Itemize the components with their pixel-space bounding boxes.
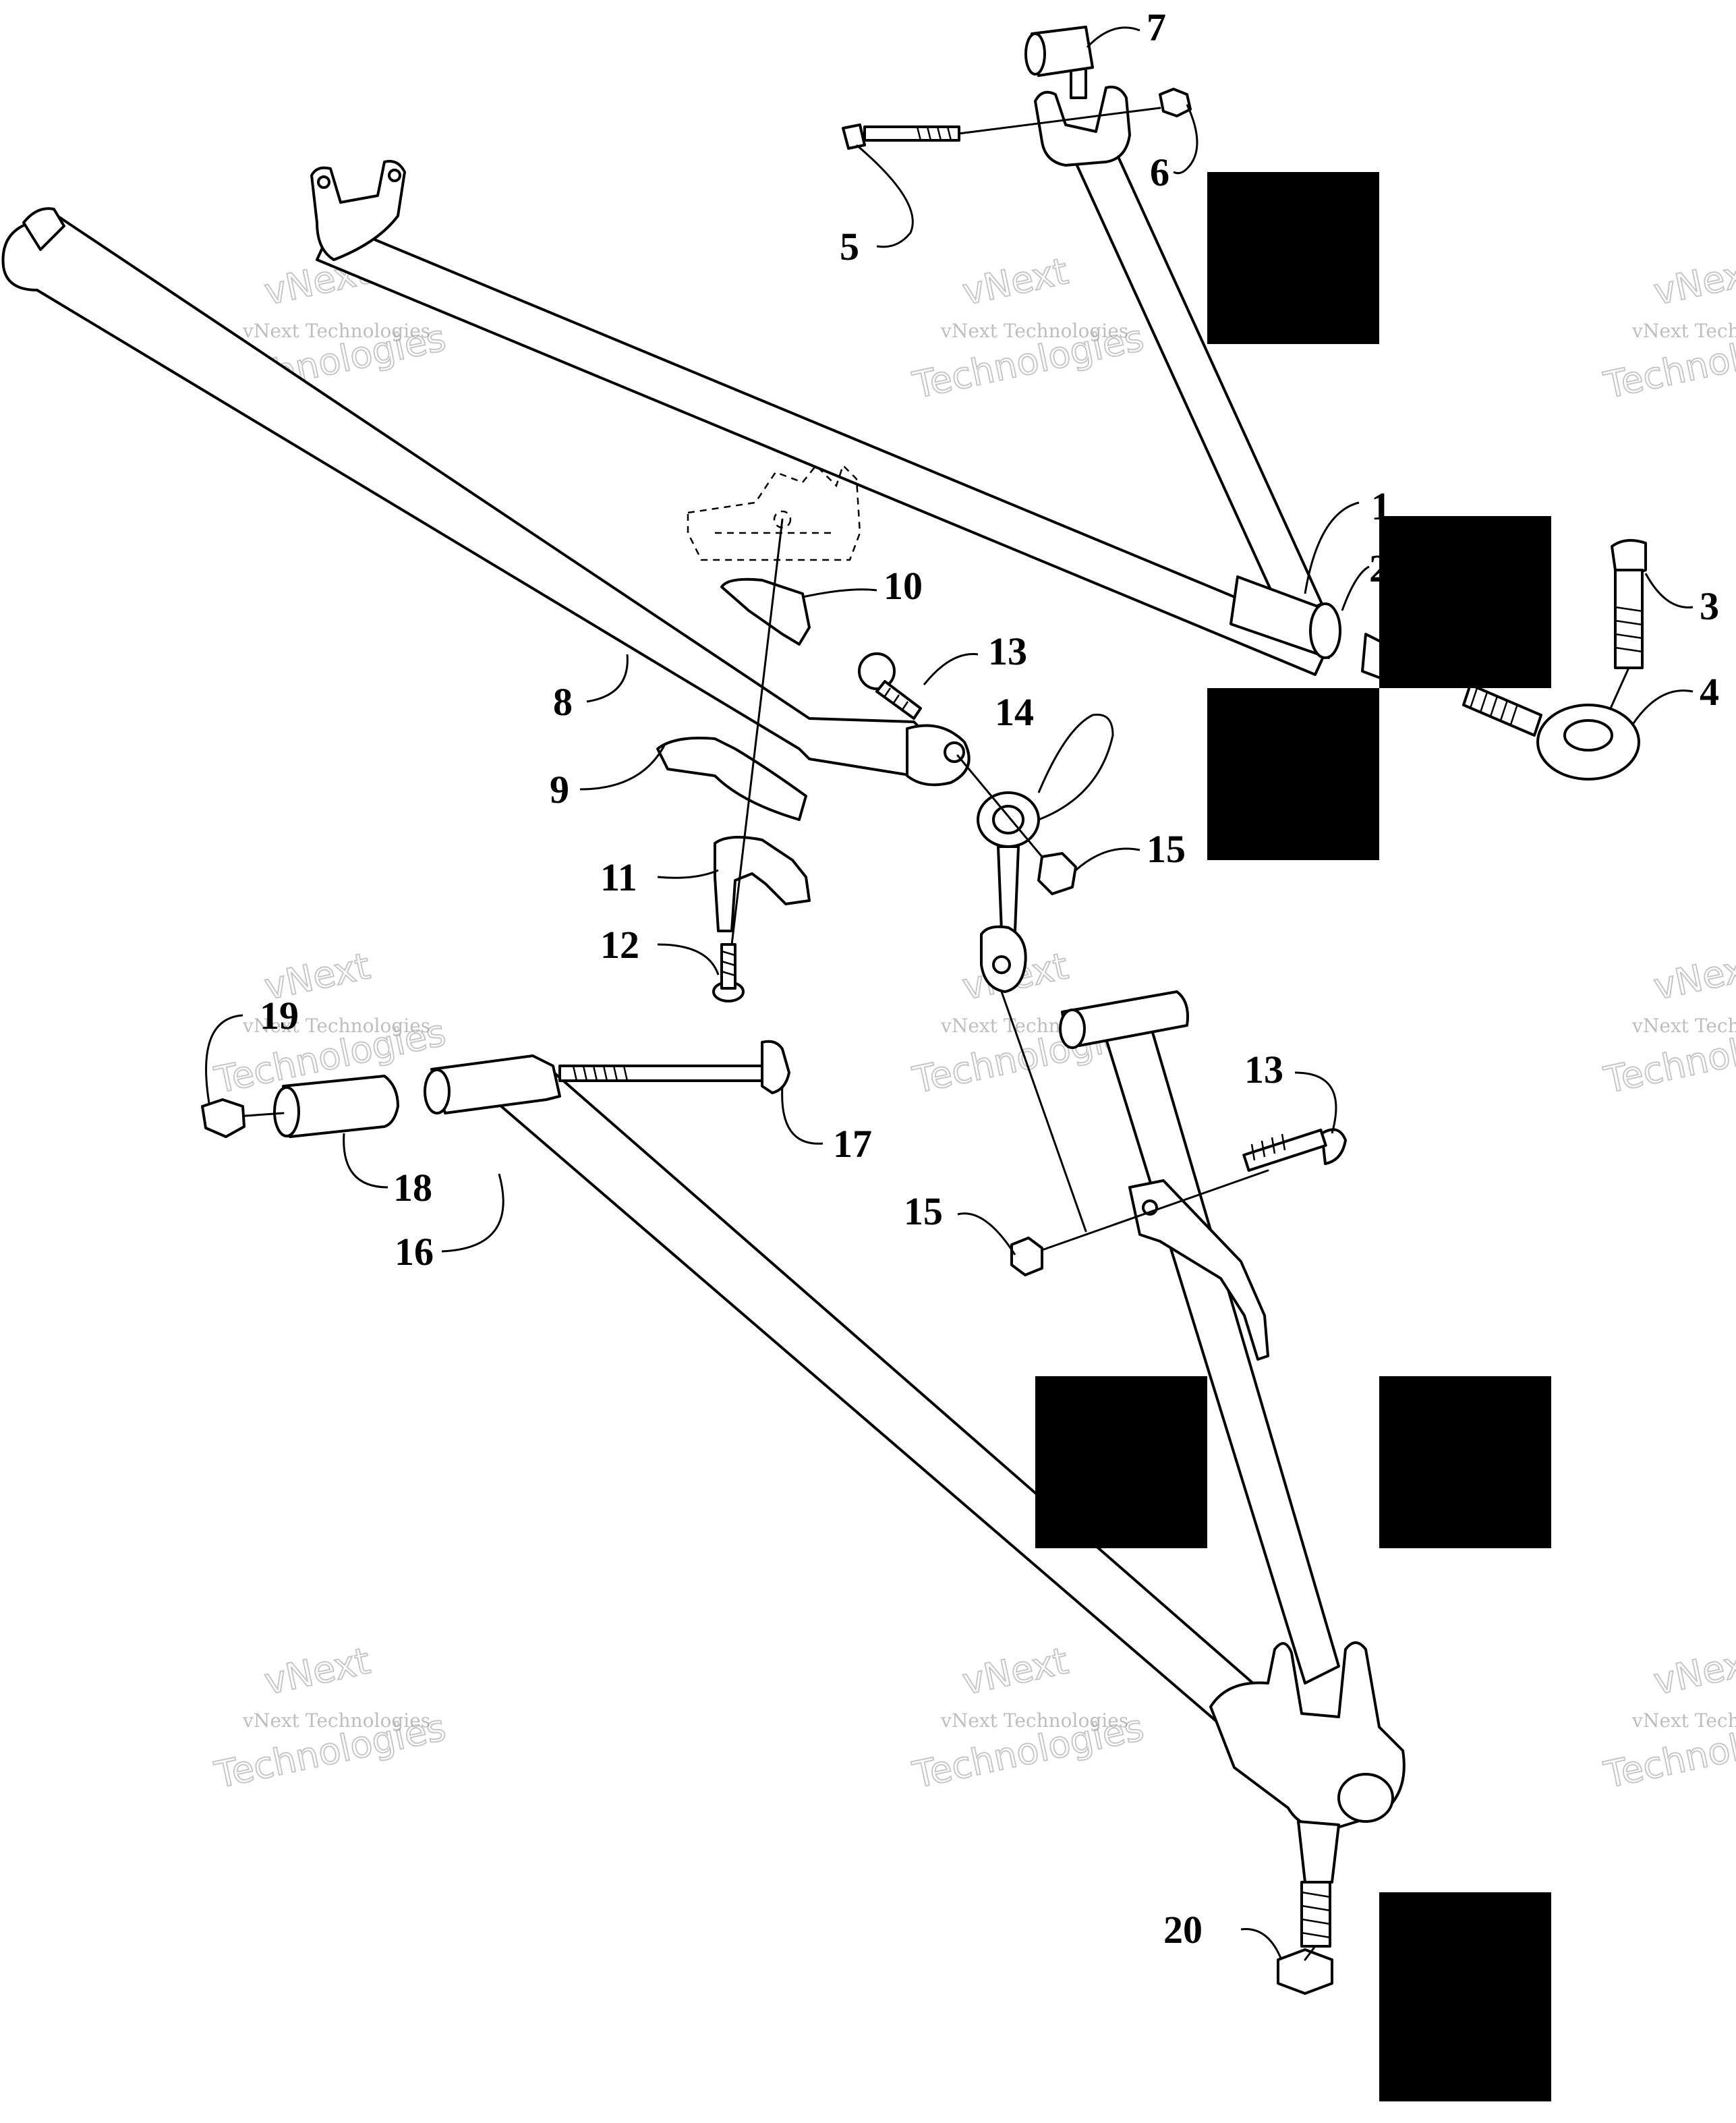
- callout-6: 6: [1150, 150, 1169, 194]
- bushing-7: [1024, 26, 1094, 77]
- bolt-5: [842, 123, 960, 150]
- callout-labels: 1 2 3 4 5 6 7 8 9 10 11 12 13 13 14 15 1…: [260, 5, 1719, 1952]
- redaction-block: [1379, 516, 1551, 688]
- watermark-line1: vNext: [1650, 250, 1736, 313]
- nut-15-lower: [1010, 1237, 1043, 1276]
- nut-15-upper: [1037, 852, 1077, 895]
- bushing-18: [273, 1075, 399, 1138]
- callout-15-lower: 15: [904, 1189, 943, 1233]
- watermark: vNext vNext Technologies Technologies: [210, 944, 450, 1102]
- watermark-line1: vNext: [1650, 944, 1736, 1008]
- callout-13-lower: 13: [1244, 1048, 1283, 1092]
- assembly-axis-line: [956, 754, 1043, 858]
- callout-19: 19: [260, 994, 299, 1038]
- watermark-small: vNext Technologies: [1631, 1709, 1736, 1732]
- redaction-block: [1035, 1376, 1207, 1548]
- callout-5: 5: [840, 225, 859, 268]
- watermark: vNext vNext Technologies Technologies: [1600, 944, 1736, 1102]
- stabilizer-bar: [1, 207, 971, 787]
- lower-a-arm: [424, 990, 1406, 1948]
- assembly-axis-line: [1304, 1945, 1317, 1961]
- watermark-line1: vNext: [959, 1639, 1072, 1703]
- callout-3: 3: [1700, 584, 1719, 628]
- assembly-axis-line: [1000, 990, 1087, 1233]
- watermark-line1: vNext: [261, 1639, 374, 1703]
- watermark: vNext vNext Technologies Technologies: [210, 1639, 450, 1797]
- callout-4: 4: [1700, 670, 1719, 714]
- callout-12: 12: [600, 923, 639, 967]
- callout-9: 9: [550, 768, 569, 812]
- nut-20: [1277, 1948, 1333, 1995]
- watermark-line1: vNext: [1650, 1639, 1736, 1703]
- redaction-blocks: [1035, 172, 1551, 2101]
- callout-16: 16: [395, 1230, 434, 1274]
- callout-17: 17: [833, 1122, 872, 1166]
- rod-end-4: [1462, 683, 1640, 781]
- redaction-block: [1207, 172, 1379, 344]
- watermark-small: vNext Technologies: [242, 320, 430, 342]
- watermark: vNext vNext Technologies Technologies: [1600, 1639, 1736, 1797]
- callout-8: 8: [553, 680, 573, 724]
- callout-14: 14: [995, 690, 1034, 734]
- bushing-clamp-upper: [720, 577, 811, 646]
- callout-10: 10: [884, 564, 923, 608]
- bushing: [656, 737, 807, 821]
- callout-18: 18: [393, 1166, 432, 1210]
- redaction-block: [1379, 1892, 1551, 2101]
- nut-6: [1159, 88, 1192, 117]
- leader-lines: [205, 26, 1694, 1960]
- redaction-block: [1379, 1376, 1551, 1548]
- callout-15-upper: 15: [1147, 827, 1186, 871]
- assembly-axis-line: [1027, 1169, 1269, 1256]
- assembly-axis-line: [958, 107, 1161, 135]
- watermark: vNext vNext Technologies Technologies: [908, 1639, 1148, 1797]
- watermark: vNext vNext Technologies Technologies: [1600, 249, 1736, 407]
- bolt-3: [1611, 539, 1647, 669]
- watermark-small: vNext Technologies: [1631, 320, 1736, 342]
- callout-11: 11: [600, 855, 637, 899]
- nut-19: [201, 1098, 245, 1138]
- assembly-axis-line: [730, 518, 784, 946]
- watermark: vNext vNext Technologies Technologies: [908, 249, 1148, 407]
- callout-20: 20: [1163, 1908, 1203, 1952]
- bolt-17: [558, 1040, 790, 1094]
- watermark-small: vNext Technologies: [940, 320, 1128, 342]
- watermark-small: vNext Technologies: [1631, 1015, 1736, 1037]
- watermark-small: vNext Technologies: [242, 1015, 430, 1037]
- bolt-13-upper: [858, 652, 922, 720]
- callout-13-upper: 13: [988, 629, 1027, 673]
- bolt-13-lower: [1242, 1128, 1347, 1172]
- upper-a-arm: [310, 63, 1394, 683]
- frame-bracket-outline: [687, 463, 861, 561]
- watermark-small: vNext Technologies: [242, 1709, 430, 1732]
- watermark-line1: vNext: [959, 250, 1072, 313]
- callout-7: 7: [1147, 5, 1166, 49]
- watermark-small: vNext Technologies: [940, 1709, 1128, 1732]
- redaction-block: [1207, 688, 1379, 860]
- bushing-clamp-lower: [714, 836, 811, 932]
- screw-12: [712, 943, 745, 1002]
